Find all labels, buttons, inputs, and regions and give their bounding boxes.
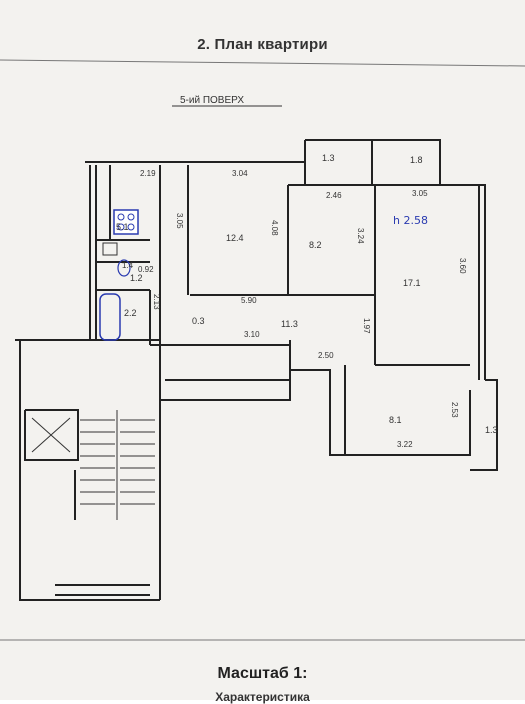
dim-1-97: 1.97 xyxy=(362,318,371,334)
dim-3-10: 3.10 xyxy=(244,330,260,339)
room-area-kitchen: 5.1 xyxy=(116,222,129,232)
sink-icon xyxy=(102,242,118,256)
dim-2-46: 2.46 xyxy=(326,191,342,200)
ceiling-height-note: h 2.58 xyxy=(393,214,428,227)
room-area-balcony1: 1.3 xyxy=(322,153,335,163)
room-area-balcony2: 1.8 xyxy=(410,155,423,165)
toilet-icon xyxy=(117,259,131,277)
scale-label: Масштаб 1: xyxy=(217,665,308,682)
dim-2-19: 2.19 xyxy=(140,169,156,178)
dim-1-4: 1.4 xyxy=(122,261,134,270)
dim-3-05-vertical: 3.05 xyxy=(175,213,184,229)
room-area-wc: 1.2 xyxy=(130,273,143,283)
dim-2-13: 2.13 xyxy=(152,294,161,310)
room-area-room1: 12.4 xyxy=(226,233,244,243)
dim-3-04: 3.04 xyxy=(232,169,248,178)
room-area-closet: 0.3 xyxy=(192,316,205,326)
footer-cut-text: Характеристика xyxy=(215,690,310,704)
floor-label: 5-ий ПОВЕРХ xyxy=(180,95,244,106)
dim-4-08: 4.08 xyxy=(270,220,279,236)
room-area-room2: 8.2 xyxy=(309,240,322,250)
dim-3-60: 3.60 xyxy=(458,258,467,274)
room-area-hall: 11.3 xyxy=(281,319,298,329)
dim-0-92: 0.92 xyxy=(138,265,154,274)
dim-5-90: 5.90 xyxy=(241,296,257,305)
dim-3-24: 3.24 xyxy=(356,228,365,244)
room-area-room4: 8.1 xyxy=(389,415,402,425)
room-area-bath: 2.2 xyxy=(124,308,137,318)
dim-2-53: 2.53 xyxy=(450,402,459,418)
room-area-balcony3: 1.3 xyxy=(485,425,498,435)
page-title: 2. План квартири xyxy=(197,36,328,53)
dim-3-22: 3.22 xyxy=(397,440,413,449)
stove-icon xyxy=(113,209,139,235)
room-area-room3: 17.1 xyxy=(403,278,421,288)
bathtub-icon xyxy=(99,293,121,341)
dim-2-50: 2.50 xyxy=(318,351,334,360)
dim-3-05: 3.05 xyxy=(412,189,428,198)
